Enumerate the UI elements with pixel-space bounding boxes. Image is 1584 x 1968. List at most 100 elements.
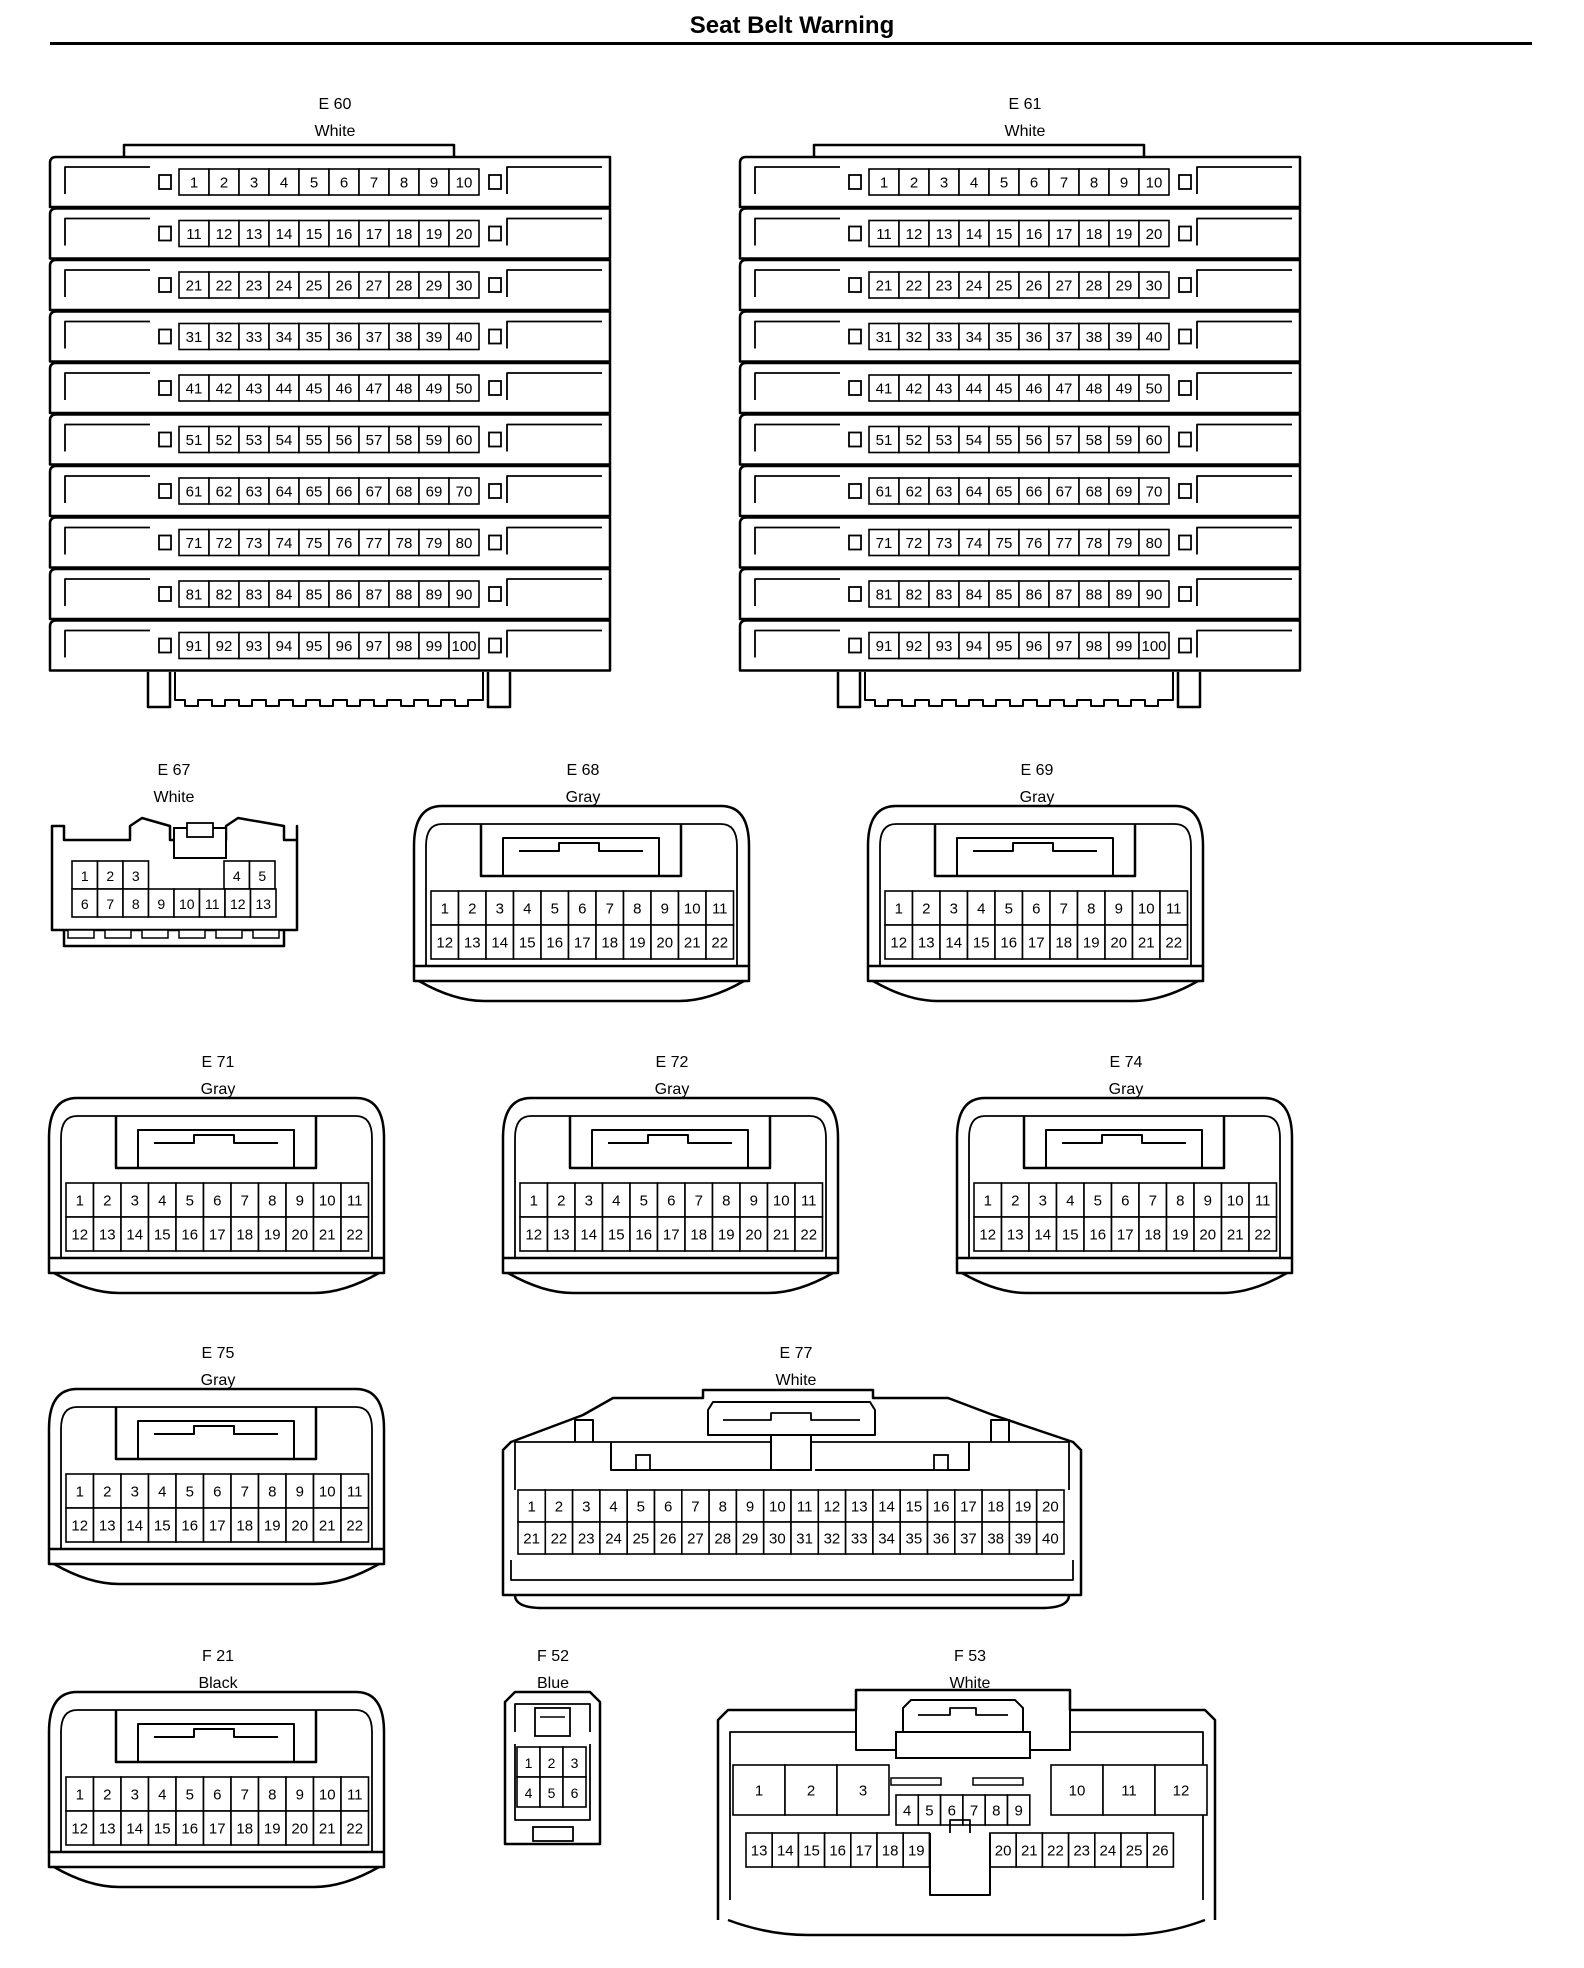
- latch-square: [1178, 431, 1192, 448]
- pin-cell: [430, 890, 460, 926]
- pin-cell: [418, 477, 450, 505]
- pin-cell: [1048, 322, 1080, 351]
- pin-cell: [1248, 1182, 1278, 1218]
- pin-cell: [328, 477, 360, 505]
- outline-shape: [154, 1425, 278, 1435]
- pin-number: 59: [1116, 432, 1133, 449]
- pin-cell: [92, 1776, 122, 1812]
- pin-cell: [1248, 1216, 1278, 1252]
- pin-cell: [1094, 1832, 1122, 1868]
- pin-number: 8: [268, 1193, 276, 1210]
- pin-number: 1: [895, 901, 903, 918]
- pin-number: 6: [340, 175, 348, 192]
- pin-number: 5: [186, 1787, 194, 1804]
- pin-number: 1: [76, 1787, 84, 1804]
- pin-cell: [1138, 580, 1170, 608]
- pin-cell: [823, 1832, 852, 1868]
- pin-number: 66: [1026, 484, 1043, 501]
- pin-number: 10: [319, 1787, 336, 1804]
- outline-shape: [64, 166, 150, 194]
- pin-number: 14: [878, 1499, 895, 1516]
- outline-shape: [864, 672, 1174, 707]
- pin-number: 66: [336, 484, 353, 501]
- terminal-slot: [215, 929, 243, 939]
- pin-cell: [762, 1521, 792, 1555]
- pin-number: 24: [276, 278, 293, 295]
- pin-cell: [868, 477, 900, 505]
- pin-cell: [928, 168, 960, 196]
- pin-cell: [388, 168, 420, 196]
- lock-housing: [895, 1731, 1031, 1759]
- pin-cell: [1159, 890, 1189, 926]
- pin-number: 5: [1000, 175, 1008, 192]
- pin-number: 65: [996, 484, 1013, 501]
- pin-cell: [448, 477, 480, 505]
- pin-number: 8: [992, 1803, 1000, 1820]
- pin-number: 18: [236, 1821, 253, 1838]
- pin-number: 19: [426, 226, 443, 243]
- outline-shape: [812, 143, 1146, 157]
- pin-cell: [448, 271, 480, 299]
- pin-cell: [868, 425, 900, 454]
- pin-number: 13: [99, 1518, 116, 1535]
- pin-cell: [1048, 580, 1080, 608]
- outline-shape: [514, 1115, 827, 1258]
- pin-cell: [1138, 1182, 1168, 1218]
- latch-square: [158, 483, 172, 499]
- pin-cell: [328, 425, 360, 454]
- pin-number: 1: [527, 1499, 535, 1516]
- pin-number: 46: [336, 381, 353, 398]
- pin-cell: [238, 580, 270, 608]
- pin-number: 17: [1117, 1227, 1134, 1244]
- pin-number: 32: [906, 329, 923, 346]
- pin-number: 2: [103, 1193, 111, 1210]
- outline-shape: [1196, 578, 1292, 606]
- outline-shape: [754, 526, 840, 555]
- pin-number: 12: [979, 1227, 996, 1244]
- pin-number: 74: [276, 535, 293, 552]
- pin-number: 64: [966, 484, 983, 501]
- pin-cell: [1078, 528, 1110, 557]
- pin-number: 26: [1026, 278, 1043, 295]
- pin-cell: [92, 1216, 122, 1252]
- pin-number: 3: [582, 1499, 590, 1516]
- pin-number: 87: [366, 587, 383, 604]
- outline-shape: [506, 629, 602, 658]
- pin-number: 18: [236, 1227, 253, 1244]
- pin-number: 16: [635, 1227, 652, 1244]
- outline-shape: [1196, 475, 1292, 503]
- pin-number: 80: [456, 535, 473, 552]
- pin-number: 31: [796, 1531, 813, 1548]
- pin-cell: [328, 528, 360, 557]
- pin-cell: [448, 425, 480, 454]
- pin-number: 36: [1026, 329, 1043, 346]
- pin-number: 5: [1005, 901, 1013, 918]
- pin-number: 72: [906, 535, 923, 552]
- pin-number: 9: [661, 901, 669, 918]
- pin-number: 34: [966, 329, 983, 346]
- pin-number: 15: [996, 226, 1013, 243]
- pin-number: 12: [890, 935, 907, 952]
- pin-cell: [958, 168, 990, 196]
- outline-shape: [154, 1134, 278, 1144]
- pin-number: 48: [396, 381, 413, 398]
- pin-number: 23: [936, 278, 953, 295]
- pin-cell: [175, 1776, 205, 1812]
- pin-cell: [257, 1810, 287, 1846]
- pin-cell: [1076, 924, 1106, 960]
- pin-cell: [298, 580, 330, 608]
- pin-number: 19: [264, 1518, 281, 1535]
- pin-number: 1: [984, 1193, 992, 1210]
- pin-cell: [65, 1507, 95, 1543]
- pin-number: 19: [1083, 935, 1100, 952]
- pin-number: 82: [906, 587, 923, 604]
- pin-cell: [340, 1507, 370, 1543]
- pin-cell: [257, 1473, 287, 1509]
- pin-number: 9: [157, 896, 165, 912]
- pin-number: 10: [319, 1484, 336, 1501]
- pin-cell: [1102, 1764, 1156, 1816]
- latch-square: [158, 637, 172, 654]
- latch-square: [1178, 277, 1192, 293]
- pin-cell: [958, 528, 990, 557]
